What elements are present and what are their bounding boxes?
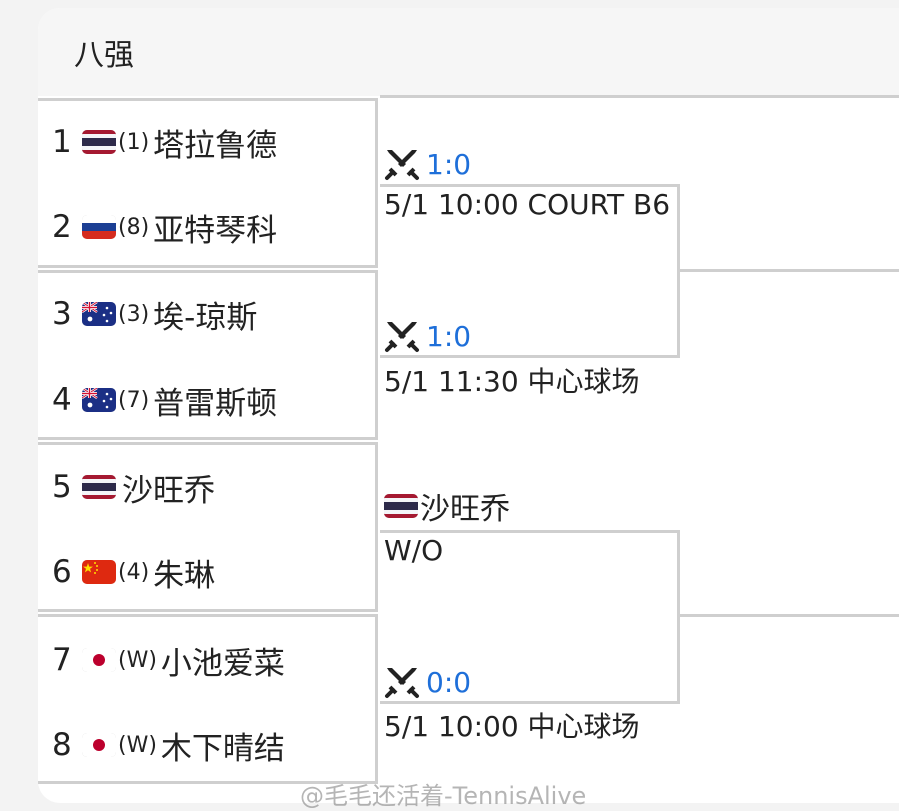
- match-box-semifinal-1[interactable]: [380, 184, 680, 358]
- score-value: 0:0: [426, 665, 472, 699]
- australia-flag-icon: [82, 388, 116, 412]
- winner-name: 沙旺乔: [420, 492, 510, 527]
- crossed-swords-icon: [385, 150, 419, 180]
- player-name: 朱琳: [153, 557, 216, 594]
- match-schedule: 5/1 11:30 中心球场: [384, 365, 640, 398]
- draw-number: 1: [52, 124, 72, 160]
- score-value: 1:0: [426, 319, 472, 353]
- draw-number: 6: [52, 554, 72, 590]
- bracket-line: [380, 95, 899, 98]
- russia-flag-icon: [82, 215, 116, 239]
- thailand-flag-icon: [384, 494, 418, 518]
- score-value: 1:0: [426, 147, 472, 181]
- player-row[interactable]: 8 (W) 木下晴结: [52, 725, 285, 767]
- match-schedule: 5/1 10:00 COURT B6: [384, 188, 671, 221]
- thailand-flag-icon: [82, 130, 116, 154]
- china-flag-icon: [82, 560, 116, 584]
- seed-badge: (W): [118, 732, 157, 758]
- match-score: 0:0: [384, 664, 471, 700]
- player-name: 普雷斯顿: [153, 385, 278, 422]
- japan-flag-icon: [82, 733, 116, 757]
- watermark: @毛毛还活着-TennisAlive: [300, 782, 587, 810]
- seed-badge: (8): [118, 214, 150, 240]
- match-box-semifinal-2[interactable]: [380, 530, 680, 704]
- player-name: 沙旺乔: [122, 472, 215, 509]
- player-row[interactable]: 2 (8) 亚特琴科: [52, 207, 278, 249]
- thailand-flag-icon: [82, 475, 116, 499]
- player-name: 亚特琴科: [153, 212, 278, 249]
- player-row[interactable]: 1 (1) 塔拉鲁德: [52, 122, 278, 164]
- draw-number: 2: [52, 209, 72, 245]
- match-schedule: W/O: [384, 534, 444, 567]
- seed-badge: (7): [118, 387, 150, 413]
- player-row[interactable]: 4 (7) 普雷斯顿: [52, 380, 278, 422]
- player-row[interactable]: 6 (4) 朱琳: [52, 552, 216, 594]
- draw-number: 5: [52, 469, 72, 505]
- round-header: [38, 8, 899, 96]
- draw-number: 8: [52, 727, 72, 763]
- match-score: 1:0: [384, 146, 471, 182]
- player-row[interactable]: 7 (W) 小池爱菜: [52, 640, 285, 682]
- bracket-line: [680, 614, 899, 617]
- draw-number: 3: [52, 296, 72, 332]
- match-pair-1[interactable]: [38, 98, 378, 268]
- winner-row: 沙旺乔: [384, 484, 510, 528]
- crossed-swords-icon: [385, 668, 419, 698]
- seed-badge: (W): [118, 647, 157, 673]
- player-row[interactable]: 5 沙旺乔: [52, 467, 215, 509]
- player-name: 小池爱菜: [160, 645, 285, 682]
- round-title: 八强: [74, 38, 134, 73]
- match-score: 1:0: [384, 318, 471, 354]
- bracket-line: [680, 269, 899, 272]
- player-row[interactable]: 3 (3) 埃-琼斯: [52, 294, 258, 336]
- player-name: 埃-琼斯: [153, 299, 258, 336]
- player-name: 木下晴结: [160, 730, 285, 767]
- australia-flag-icon: [82, 302, 116, 326]
- seed-badge: (3): [118, 301, 150, 327]
- player-name: 塔拉鲁德: [153, 127, 278, 164]
- draw-number: 4: [52, 382, 72, 418]
- crossed-swords-icon: [385, 322, 419, 352]
- japan-flag-icon: [82, 648, 116, 672]
- match-schedule: 5/1 10:00 中心球场: [384, 710, 640, 743]
- seed-badge: (1): [118, 129, 150, 155]
- seed-badge: (4): [118, 559, 150, 585]
- draw-number: 7: [52, 642, 72, 678]
